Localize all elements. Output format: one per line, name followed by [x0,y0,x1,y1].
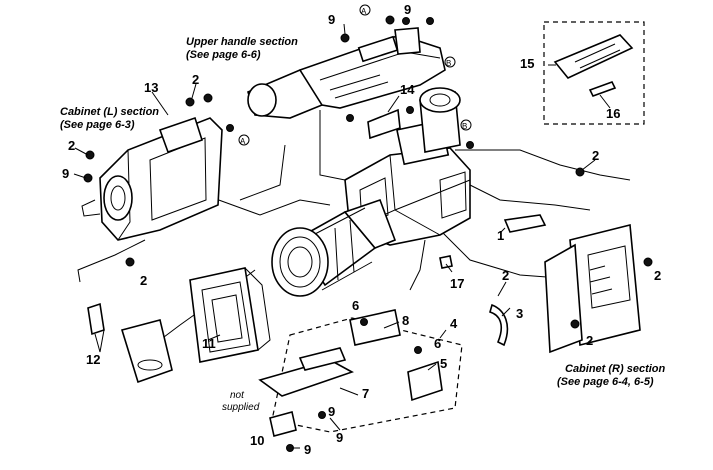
leader-lines [73,23,611,449]
callout-9-lower: 9 [328,404,335,419]
cabinet-l-label-line1: Cabinet (L) section [60,106,159,118]
callout-2-left: 2 [68,138,75,153]
callout-17: 17 [450,276,464,291]
callout-7: 7 [362,386,369,401]
callout-5: 5 [440,356,447,371]
callout-9-left: 9 [62,166,69,181]
connector-b-top: B [446,59,451,68]
callout-12: 12 [86,352,100,367]
connector-markers: A A B B [238,4,472,146]
callout-9-top-right: 9 [404,2,411,17]
lens-hood [189,267,271,363]
remote-control-group [543,21,645,125]
callout-11: 11 [202,336,216,351]
upper-handle-assembly [247,15,446,119]
callout-14: 14 [400,82,415,97]
callout-15: 15 [520,56,534,71]
lower-bracket-assembly [258,309,463,452]
upper-handle-label-line1: Upper handle section [186,36,298,48]
connector-a-top: A [361,7,367,16]
section-labels: Upper handle section (See page 6-6) Cabi… [60,36,666,413]
callout-9-top: 9 [328,12,335,27]
upper-handle-label-line2: (See page 6-6) [186,49,261,61]
cabinet-r-label-line1: Cabinet (R) section [565,363,666,375]
callout-6-right: 6 [434,336,441,351]
not-supplied-label-line2: supplied [222,402,260,413]
callout-4: 4 [450,316,458,331]
cabinet-l-assembly [81,93,234,267]
callout-1: 1 [497,228,504,243]
callout-2-right-bottom: 2 [586,333,593,348]
connector-a-left: A [240,137,246,146]
callout-2-top-left: 2 [192,72,199,87]
callout-8: 8 [402,313,409,328]
side-cover [87,302,173,384]
callout-3: 3 [516,306,523,321]
callout-13: 13 [144,80,158,95]
callout-numbers: 1 2 2 2 2 2 2 2 3 4 5 6 6 7 8 9 9 9 9 9 … [62,2,661,457]
callout-9-bottom-left: 9 [304,442,311,457]
connector-b-right: B [462,122,467,131]
cabinet-r-assembly [544,167,653,354]
callout-2-right-top: 2 [592,148,599,163]
cabinet-r-label-line2: (See page 6-4, 6-5) [557,376,654,388]
not-supplied-label-line1: not [230,390,245,401]
callout-9-bottom: 9 [336,430,343,445]
lens-assembly [271,198,397,297]
cabinet-l-label-line2: (See page 6-3) [60,119,135,131]
callout-6-left: 6 [352,298,359,313]
callout-2-mid: 2 [502,268,509,283]
callout-16: 16 [606,106,620,121]
callout-2-bottom-left: 2 [140,273,147,288]
callout-10: 10 [250,433,264,448]
callout-2-right: 2 [654,268,661,283]
